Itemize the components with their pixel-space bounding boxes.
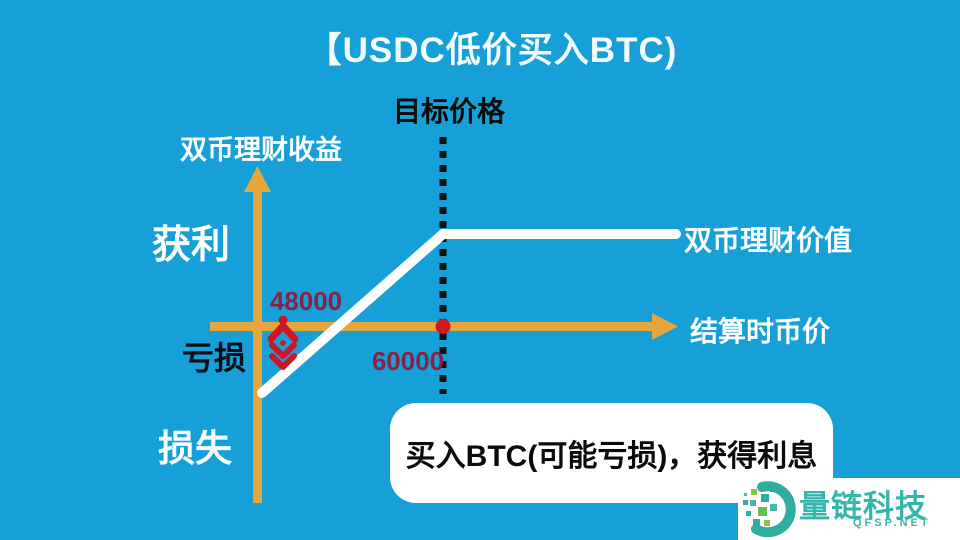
price-fluctuation-icon <box>267 315 299 370</box>
x-axis-label: 结算时币价 <box>690 316 831 347</box>
heavy-loss-label: 损失 <box>158 428 232 469</box>
x-axis-arrow <box>210 313 678 340</box>
price-48000-label: 48000 <box>269 286 343 316</box>
company-logo-icon <box>743 481 796 538</box>
y-axis-label: 双币理财收益 <box>180 135 342 165</box>
target-price-label: 目标价格 <box>392 96 506 127</box>
target-price-dot <box>435 319 451 334</box>
payoff-line <box>257 229 681 398</box>
value-line-label: 双币理财价值 <box>684 225 853 256</box>
company-logo-site: QFSP.NET <box>853 517 931 529</box>
y-axis-arrow <box>244 166 271 503</box>
price-60000-label: 60000 <box>371 346 445 376</box>
page-title: 【USDC低价买入BTC) <box>306 31 678 70</box>
profit-label: 获利 <box>152 224 231 267</box>
loss-label: 亏损 <box>182 340 247 376</box>
callout-text: 买入BTC(可能亏损)，获得利息 <box>405 440 818 473</box>
company-logo-name: 量链科技 <box>799 489 927 524</box>
